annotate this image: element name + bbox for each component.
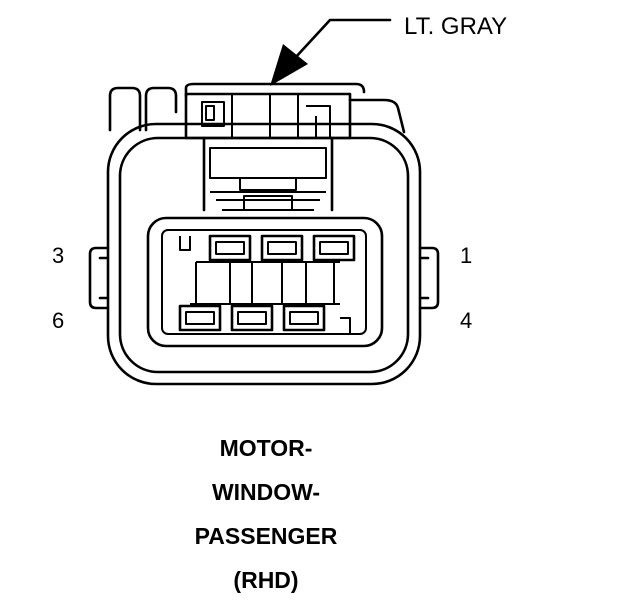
pin-number-bottom-left: 6 [52,308,64,333]
connector-title: MOTOR- WINDOW- PASSENGER (RHD) [195,435,338,593]
connector-body [88,82,440,386]
title-line-3: PASSENGER [195,523,338,549]
title-line-2: WINDOW- [212,479,320,505]
pin-number-bottom-right: 4 [460,308,472,333]
color-leader-arrow [270,18,392,86]
pin-number-top-left: 3 [52,243,64,268]
title-line-4: (RHD) [233,567,298,593]
pin-number-top-right: 1 [460,243,472,268]
title-line-1: MOTOR- [220,435,313,461]
wire-color-label: LT. GRAY [404,13,507,40]
